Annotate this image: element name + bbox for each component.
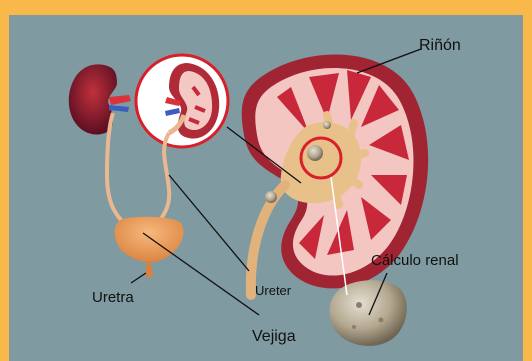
kidney-stone-small bbox=[307, 145, 323, 161]
label-calculo-renal: Cálculo renal bbox=[371, 252, 459, 269]
label-ureter: Ureter bbox=[255, 283, 291, 298]
connector-vejiga bbox=[143, 233, 259, 315]
magnified-kidney-circle bbox=[136, 55, 228, 147]
kidney-stone-large bbox=[329, 280, 406, 346]
bladder-shape bbox=[115, 217, 184, 263]
urethra-shape bbox=[145, 261, 153, 277]
urinary-tract bbox=[115, 133, 184, 277]
kidney-stone-small bbox=[323, 121, 331, 129]
connector-uretra bbox=[131, 273, 146, 283]
kidney-stone-small bbox=[265, 191, 277, 203]
diagram-canvas bbox=[9, 15, 523, 361]
small-kidney bbox=[69, 64, 131, 220]
label-vejiga: Vejiga bbox=[252, 328, 296, 346]
label-rinon: Riñón bbox=[419, 37, 461, 55]
label-uretra: Uretra bbox=[92, 289, 134, 306]
diagram-panel: Riñón Cálculo renal Uretra Ureter Vejiga bbox=[9, 15, 523, 361]
